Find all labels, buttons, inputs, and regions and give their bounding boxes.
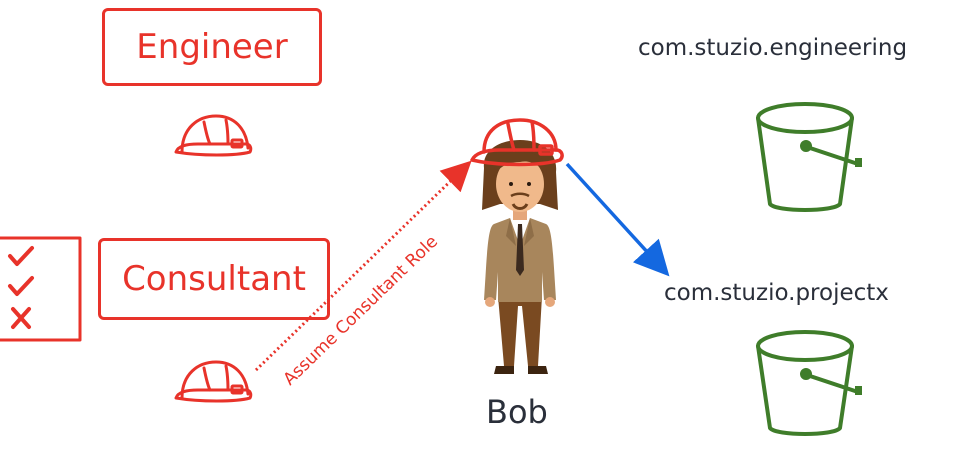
engineer-hard-hat-icon [174, 114, 253, 157]
consultant-role-box: Consultant [98, 238, 330, 320]
bucket-icon-engineering [756, 102, 862, 212]
person-name-label: Bob [486, 393, 548, 431]
access-arrow [565, 162, 670, 277]
checklist-icon [0, 236, 82, 342]
assume-role-arrow [254, 160, 472, 372]
bucket-label-engineering: com.stuzio.engineering [638, 35, 908, 61]
assume-role-arrow-label: Assume Consultant Role [280, 232, 442, 390]
engineer-role-box: Engineer [102, 8, 322, 86]
consultant-hard-hat-icon [174, 360, 253, 403]
person-icon [482, 140, 558, 374]
assumed-role-hard-hat-icon [470, 118, 564, 167]
engineer-role-label: Engineer [136, 27, 288, 67]
bucket-icon-projectx [756, 330, 862, 436]
bucket-label-projectx: com.stuzio.projectx [664, 280, 889, 306]
consultant-role-label: Consultant [122, 259, 306, 299]
